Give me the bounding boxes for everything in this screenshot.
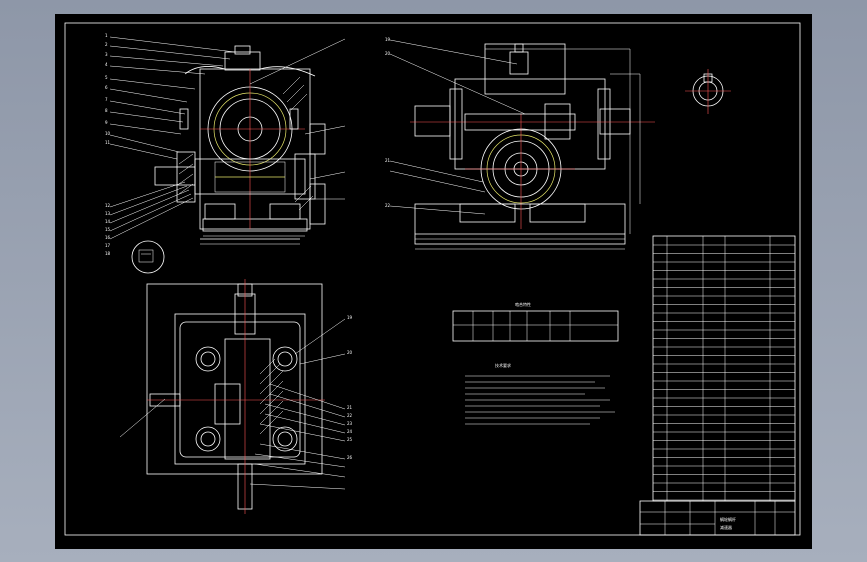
balloon-label: 20 xyxy=(347,350,353,355)
key-section xyxy=(685,69,731,114)
balloon-label: 6 xyxy=(105,85,108,90)
balloon-label: 14 xyxy=(105,219,111,224)
balloon-label: 22 xyxy=(385,203,391,208)
balloon-label: 15 xyxy=(105,227,111,232)
balloon-label: 11 xyxy=(105,140,111,145)
balloon-label: 25 xyxy=(347,437,353,442)
drawing-border xyxy=(64,22,801,536)
title-block-sub: 减速器 xyxy=(720,524,732,530)
balloon-label: 9 xyxy=(105,120,108,125)
title-block: 蜗轮蜗杆 减速器 xyxy=(639,500,796,536)
mesh-table-title: 啮合特性 xyxy=(515,301,531,307)
title-block-name: 蜗轮蜗杆 xyxy=(720,516,736,522)
balloon-label: 12 xyxy=(105,203,111,208)
balloon-label: 4 xyxy=(105,62,108,67)
balloon-label: 19 xyxy=(347,315,353,320)
balloon-label: 7 xyxy=(105,97,108,102)
balloon-label: 10 xyxy=(105,131,111,136)
side-view: 19 20 21 22 xyxy=(385,37,655,250)
balloon-label: 2 xyxy=(105,42,108,47)
balloon-label: 17 xyxy=(105,243,111,248)
balloon-label: 3 xyxy=(105,52,108,57)
balloon-label: 22 xyxy=(347,413,353,418)
balloon-label: 5 xyxy=(105,75,108,80)
parts-list xyxy=(652,235,796,502)
balloon-label: 16 xyxy=(105,235,111,240)
balloon-label: 21 xyxy=(347,405,353,410)
balloon-label: 21 xyxy=(385,158,391,163)
balloon-label: 20 xyxy=(385,51,391,56)
balloon-label: 18 xyxy=(105,251,111,256)
tech-req-title: 技术要求 xyxy=(495,362,511,368)
mesh-table: 啮合特性 xyxy=(452,301,619,342)
balloon-label: 23 xyxy=(347,421,353,426)
top-view: 19 20 21 22 23 24 25 26 xyxy=(119,279,353,514)
tech-requirements: 技术要求 xyxy=(465,362,615,425)
balloon-label: 24 xyxy=(347,429,353,434)
balloon-label: 8 xyxy=(105,108,108,113)
balloon-label: 13 xyxy=(105,211,111,216)
balloon-label: 26 xyxy=(347,455,353,460)
balloon-label: 19 xyxy=(385,37,391,42)
balloon-label: 1 xyxy=(105,33,108,38)
